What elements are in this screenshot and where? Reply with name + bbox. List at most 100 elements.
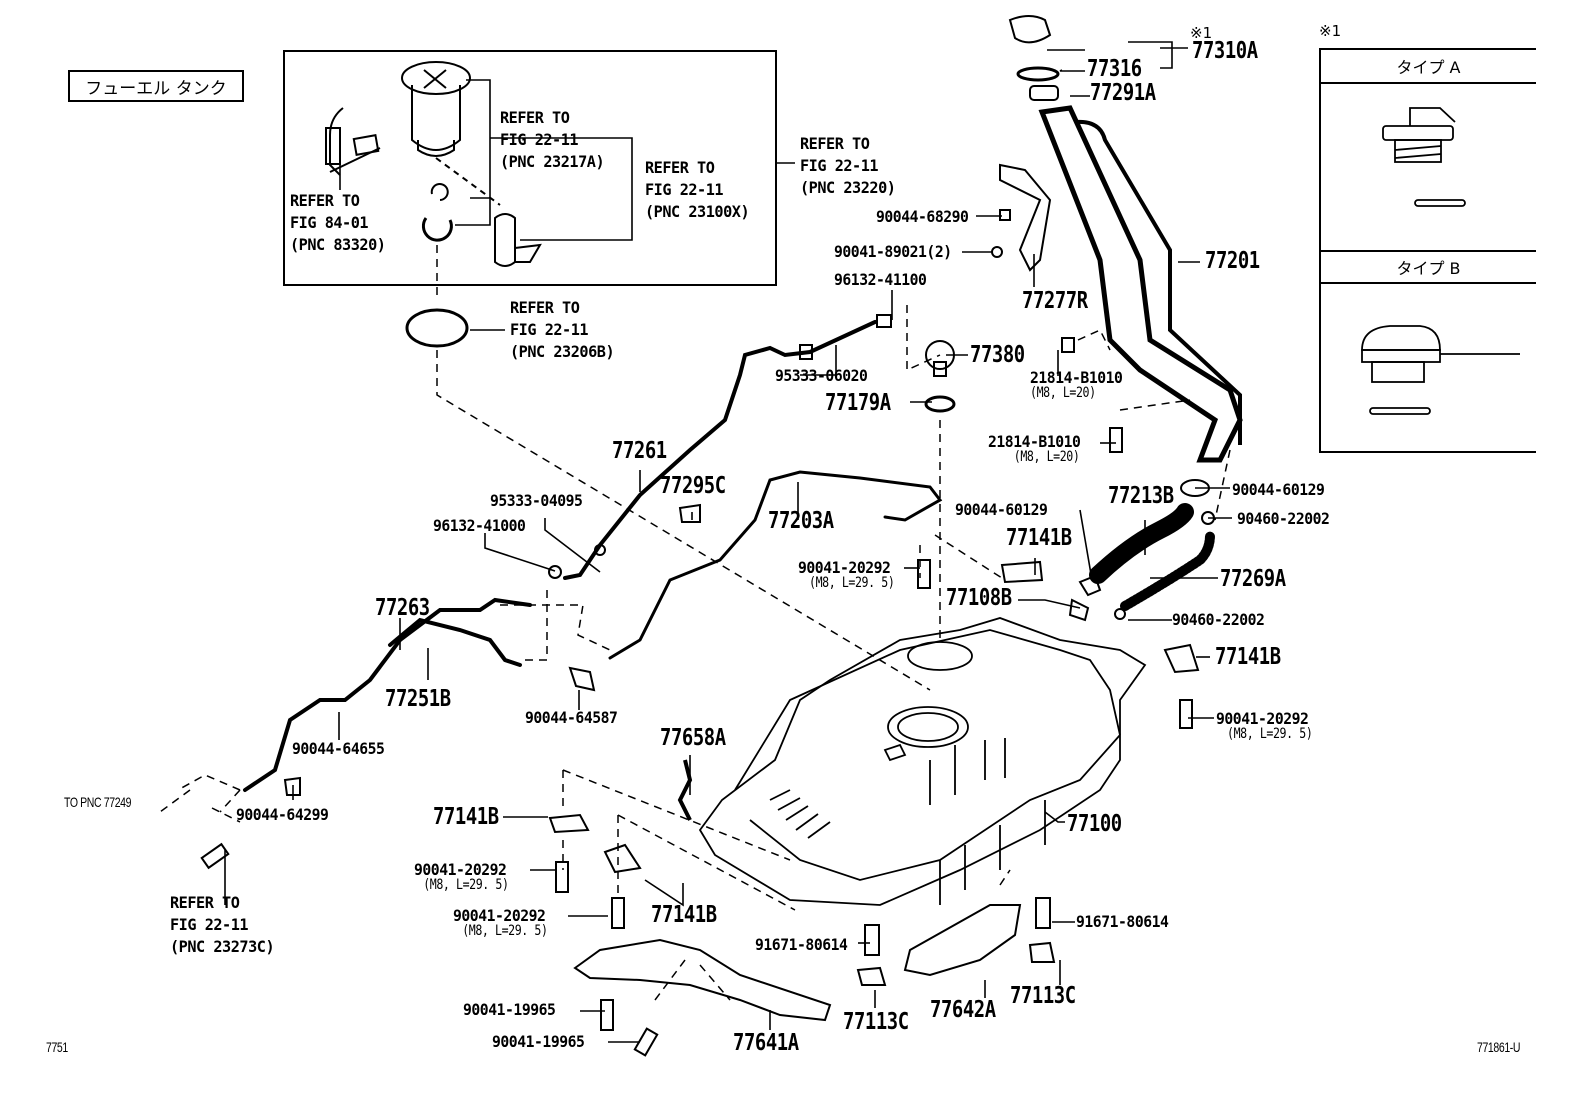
part-label[interactable]: 90041-19965 [492, 1032, 585, 1051]
part-label[interactable]: 77291A [1090, 80, 1156, 106]
ref-line: REFER TO [800, 134, 870, 153]
part-label[interactable]: 77316 [1087, 56, 1142, 82]
reference-note[interactable]: REFER TO FIG 22-11 (PNC 23100X) [645, 157, 750, 223]
part-number: 90041-20292 [798, 558, 891, 577]
ref-line: FIG 84-01 [290, 213, 369, 232]
fuel-lines-drawing [243, 320, 943, 792]
ref-line: FIG 22-11 [510, 320, 589, 339]
reference-note[interactable]: REFER TO FIG 84-01 (PNC 83320) [290, 190, 386, 256]
part-label[interactable]: 90044-68290 [876, 207, 969, 226]
protectors-drawing [573, 904, 1022, 1022]
part-label[interactable]: 77277R [1022, 288, 1088, 314]
part-number: 90041-20292 [453, 906, 546, 925]
assembly-dashed-lines [159, 245, 1231, 1001]
gasket-drawing [405, 308, 469, 348]
ref-line: (PNC 23206B) [510, 342, 615, 361]
part-label[interactable]: 77141B [1006, 525, 1072, 551]
part-label[interactable]: 77380 [970, 342, 1025, 368]
fasteners-drawing [200, 209, 1215, 1057]
ref-line: REFER TO [510, 298, 580, 317]
fuel-pump-assembly-drawing [325, 61, 542, 267]
to-pnc-note[interactable]: TO PNC 77249 [64, 794, 132, 810]
part-label[interactable]: 77113C [843, 1009, 909, 1035]
part-spec: (M8, L=29. 5) [462, 923, 548, 939]
diagram-title: フューエル タンク [68, 70, 244, 102]
part-label[interactable]: 77201 [1205, 248, 1260, 274]
ref-line: (PNC 23217A) [500, 152, 605, 171]
part-label[interactable]: 90041-20292 (M8, L=29. 5) [414, 860, 518, 893]
filler-pipe-drawing [999, 15, 1243, 463]
ref-line: REFER TO [645, 158, 715, 177]
part-label[interactable]: 77113C [1010, 983, 1076, 1009]
part-label[interactable]: 77203A [768, 508, 834, 534]
part-label[interactable]: 90041-20292 (M8, L=29. 5) [1216, 709, 1322, 742]
part-label[interactable]: 77310A [1192, 38, 1258, 64]
part-label[interactable]: 90041-20292 (M8, L=29. 5) [798, 558, 904, 591]
part-number: 21814-B1010 [988, 432, 1081, 451]
part-label[interactable]: 77141B [1215, 644, 1281, 670]
part-label[interactable]: 90460-22002 [1172, 610, 1265, 629]
part-number: 90041-20292 [1216, 709, 1309, 728]
part-label[interactable]: 77658A [660, 725, 726, 751]
part-label[interactable]: 91671-80614 [755, 935, 848, 954]
part-label[interactable]: 90041-19965 [463, 1000, 556, 1019]
ref-line: REFER TO [500, 108, 570, 127]
part-label[interactable]: 90044-60129 [1232, 480, 1325, 499]
fuel-cap-type-panel: タイプ A タイプ B [1319, 48, 1536, 453]
part-label[interactable]: 77213B [1108, 483, 1174, 509]
part-label[interactable]: 77108B [946, 585, 1012, 611]
part-label[interactable]: 91671-80614 [1076, 912, 1169, 931]
fuel-tank-drawing [698, 617, 1147, 906]
part-spec: (M8, L=29. 5) [809, 575, 895, 591]
part-label[interactable]: 90044-60129 [955, 500, 1048, 519]
ref-line: (PNC 23273C) [170, 937, 275, 956]
part-label[interactable]: 90044-64587 [525, 708, 618, 727]
part-label[interactable]: 96132-41100 [834, 270, 927, 289]
part-spec: (M8, L=20) [1013, 449, 1080, 465]
part-label[interactable]: 77100 [1067, 811, 1122, 837]
part-label[interactable]: 77261 [612, 438, 667, 464]
part-spec: (M8, L=20) [1030, 385, 1096, 401]
part-label[interactable]: 77642A [930, 997, 996, 1023]
part-label[interactable]: 77641A [733, 1030, 799, 1056]
part-label[interactable]: 96132-41000 [433, 516, 526, 535]
part-label[interactable]: 77141B [651, 902, 717, 928]
part-label[interactable]: 77295C [660, 473, 726, 499]
type-a-heading: タイプ A [1321, 50, 1536, 84]
fuel-cap-variants-drawing [1361, 107, 1520, 415]
part-spec: (M8, L=29. 5) [423, 877, 509, 893]
fuel-pump-inset-frame [283, 50, 777, 286]
ref-line: FIG 22-11 [500, 130, 579, 149]
note-marker: ※1 [1190, 24, 1213, 42]
part-label[interactable]: 21814-B1010 (M8, L=20) [988, 432, 1087, 465]
reference-note[interactable]: REFER TO FIG 22-11 (PNC 23220) [800, 133, 896, 199]
reference-note[interactable]: REFER TO FIG 22-11 (PNC 23206B) [510, 297, 615, 363]
part-label[interactable]: 95333-04095 [490, 491, 583, 510]
part-label[interactable]: 90041-89021(2) [834, 242, 952, 261]
part-label[interactable]: 77179A [825, 390, 891, 416]
part-label[interactable]: 90044-64299 [236, 805, 329, 824]
ref-line: (PNC 23100X) [645, 202, 750, 221]
part-label[interactable]: 77251B [385, 686, 451, 712]
part-label[interactable]: 77141B [433, 804, 499, 830]
part-label[interactable]: 21814-B1010 (M8, L=20) [1030, 370, 1123, 401]
hoses-drawing [1089, 503, 1215, 611]
part-label[interactable]: 90460-22002 [1237, 509, 1330, 528]
ref-line: FIG 22-11 [800, 156, 879, 175]
type-b-heading: タイプ B [1321, 250, 1536, 284]
ref-line: (PNC 83320) [290, 235, 386, 254]
reference-note[interactable]: REFER TO FIG 22-11 (PNC 23273C) [170, 892, 275, 958]
part-number: 90041-20292 [414, 860, 507, 879]
ref-line: FIG 22-11 [170, 915, 249, 934]
figure-code-right: 771861-U [1477, 1039, 1521, 1055]
part-label[interactable]: 90041-20292 (M8, L=29. 5) [453, 906, 557, 939]
figure-code-left: 7751 [46, 1039, 68, 1055]
part-label[interactable]: 90044-64655 [292, 739, 385, 758]
reference-note[interactable]: REFER TO FIG 22-11 (PNC 23217A) [500, 107, 605, 173]
ref-line: FIG 22-11 [645, 180, 724, 199]
part-label[interactable]: 77263 [375, 595, 430, 621]
part-label[interactable]: 77269A [1220, 566, 1286, 592]
leader-lines [224, 41, 1232, 1043]
part-label[interactable]: 95333-06020 [775, 366, 868, 385]
